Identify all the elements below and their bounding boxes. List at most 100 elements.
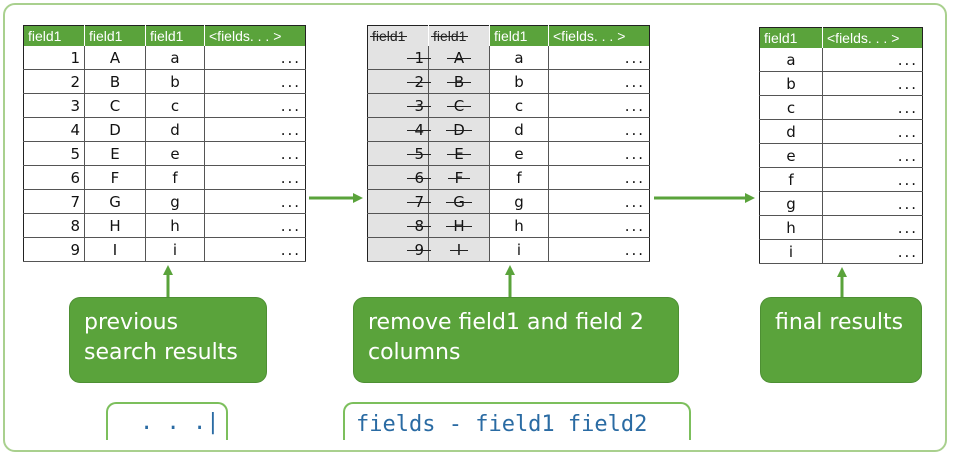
previous-command-bracket [106,402,228,440]
table-cell: H [428,213,490,238]
table-cell: ... [548,189,650,214]
table-cell: ... [204,46,306,70]
table-cell: ... [204,117,306,142]
table-cell: G [84,189,146,214]
table-cell: g [145,189,205,214]
table-cell: ... [548,117,650,142]
table-cell: ... [204,189,306,214]
table-row: a... [759,48,923,72]
table-row: f... [759,167,923,192]
previous-command-text: . . .| [140,410,220,435]
col-header: <fields. . . > [204,25,306,46]
removed-header-row: field1 field1 field1 <fields. . . > [367,25,650,46]
col-header: field1 [759,27,823,48]
table-cell: ... [548,165,650,190]
table-cell: c [145,93,205,118]
table-cell: 5 [367,141,431,166]
table-cell: 2 [23,69,85,94]
table-cell: D [428,117,490,142]
struck-col-header: field1 [367,25,429,46]
table-cell: E [84,141,146,166]
table-cell: A [84,46,146,70]
table-cell: ... [204,69,306,94]
table-cell: 4 [23,117,85,142]
table-cell: d [489,117,549,142]
table-cell: e [145,141,205,166]
table-cell: H [84,213,146,238]
table-cell: f [759,167,823,192]
table-cell: 8 [23,213,85,238]
table-cell: ... [822,191,923,216]
table-cell: 1 [367,46,431,70]
table-cell: ... [204,237,306,262]
table-cell: ... [204,213,306,238]
table-cell: ... [548,46,650,70]
table-cell: c [489,93,549,118]
table-row: b... [759,71,923,96]
table-cell: 3 [367,93,431,118]
table-cell: ... [548,93,650,118]
table-cell: b [145,69,205,94]
previous-header-row: field1 field1 field1 <fields. . . > [23,25,306,46]
table-cell: A [428,46,490,70]
table-cell: 6 [367,165,431,190]
col-header: field1 [145,25,205,46]
table-cell: ... [548,69,650,94]
table-cell: ... [548,237,650,262]
table-cell: h [145,213,205,238]
table-cell: f [145,165,205,190]
table-cell: f [489,165,549,190]
table-cell: i [489,237,549,262]
final-results-table: field1 <fields. . . > a...b...c...d...e.… [759,27,923,264]
table-cell: D [84,117,146,142]
table-cell: ... [204,165,306,190]
fields-command-text: fields - field1 field2 [356,412,648,437]
table-cell: I [84,237,146,262]
table-row: e... [759,143,923,168]
table-cell: G [428,189,490,214]
table-cell: a [145,46,205,70]
table-cell: ... [822,143,923,168]
table-cell: 8 [367,213,431,238]
col-header: field1 [84,25,146,46]
table-cell: a [759,48,823,72]
table-cell: 9 [23,237,85,262]
table-cell: ... [548,141,650,166]
table-cell: i [759,239,823,264]
table-cell: e [489,141,549,166]
table-cell: b [489,69,549,94]
table-cell: B [428,69,490,94]
table-cell: ... [204,93,306,118]
table-cell: 9 [367,237,431,262]
table-cell: i [145,237,205,262]
table-cell: 7 [367,189,431,214]
col-header: field1 [23,25,85,46]
previous-results-callout: previous search results [70,298,266,382]
table-cell: ... [822,215,923,240]
table-cell: ... [548,213,650,238]
table-cell: 7 [23,189,85,214]
table-cell: 6 [23,165,85,190]
table-cell: g [489,189,549,214]
table-cell: ... [822,119,923,144]
fields-command-bracket [343,402,691,440]
col-header: <fields. . . > [548,25,650,46]
table-cell: C [428,93,490,118]
table-cell: B [84,69,146,94]
table-cell: 4 [367,117,431,142]
final-header-row: field1 <fields. . . > [759,27,923,48]
